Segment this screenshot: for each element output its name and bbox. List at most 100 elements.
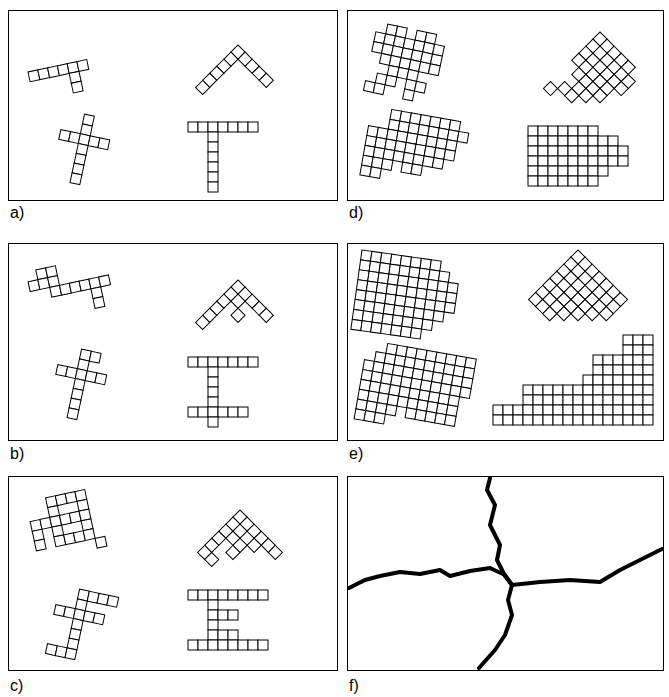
grid-cell xyxy=(553,405,563,415)
grid-cell xyxy=(248,122,258,132)
grid-cell xyxy=(623,395,633,405)
grid-cell xyxy=(523,385,533,395)
grid-cell xyxy=(548,126,558,136)
grid-cell xyxy=(633,405,643,415)
grid-cell xyxy=(553,395,563,405)
grid-cell xyxy=(238,640,248,650)
grid-cell xyxy=(558,166,568,176)
grid-cell xyxy=(438,271,449,282)
grid-cell xyxy=(608,156,618,166)
grid-cell xyxy=(553,385,563,395)
grid-cell xyxy=(568,146,578,156)
grid-cell xyxy=(208,640,218,650)
grid-cell xyxy=(623,415,633,425)
grid-cell xyxy=(563,395,573,405)
grid-cell xyxy=(593,375,603,385)
grid-cell xyxy=(226,545,240,559)
grid-cell xyxy=(238,407,248,417)
grid-cell xyxy=(95,536,107,548)
grid-cell xyxy=(268,545,282,559)
grid-cell xyxy=(593,365,603,375)
grid-cell xyxy=(83,529,95,541)
grid-cell xyxy=(423,309,434,320)
grid-cell xyxy=(568,156,578,166)
grid-cell xyxy=(400,326,411,337)
grid-cell xyxy=(218,640,228,650)
grid-cell xyxy=(365,291,376,302)
grid-cell xyxy=(573,415,583,425)
grain-cluster xyxy=(493,335,653,425)
grid-cell xyxy=(413,308,424,319)
grid-cell xyxy=(643,365,653,375)
grid-cell xyxy=(356,280,367,291)
grid-cell xyxy=(543,81,557,95)
grid-cell xyxy=(444,149,456,161)
grid-cell xyxy=(406,287,417,298)
grid-cell xyxy=(608,146,618,156)
grid-cell xyxy=(598,136,608,146)
grid-cell xyxy=(603,395,613,405)
grid-cell xyxy=(603,415,613,425)
grid-cell xyxy=(361,250,372,261)
panel-label: f) xyxy=(349,678,359,694)
grid-cell xyxy=(366,281,377,292)
grid-cell xyxy=(218,407,228,417)
grid-cell xyxy=(355,290,366,301)
grid-cell xyxy=(538,176,548,186)
grid-cell xyxy=(402,316,413,327)
grid-cell xyxy=(633,365,643,375)
grid-cell xyxy=(369,261,380,272)
grid-cell xyxy=(231,308,245,322)
grid-cell xyxy=(248,357,258,367)
grid-cell xyxy=(623,355,633,365)
grid-cell xyxy=(373,83,385,95)
grain-cluster xyxy=(188,122,258,192)
grid-cell xyxy=(238,590,248,600)
grid-cell xyxy=(412,318,423,329)
grid-cell xyxy=(614,81,628,95)
grid-cell xyxy=(633,395,643,405)
grid-cell xyxy=(623,345,633,355)
grid-cell xyxy=(93,613,105,625)
grid-cell xyxy=(208,132,218,142)
grid-cell xyxy=(568,126,578,136)
grid-cell xyxy=(414,298,425,309)
grid-cell xyxy=(563,415,573,425)
grid-cell xyxy=(396,285,407,296)
grid-cell xyxy=(528,126,538,136)
grid-cell xyxy=(228,640,238,650)
grid-cell xyxy=(436,291,447,302)
grid-cell xyxy=(613,355,623,365)
grid-cell xyxy=(603,375,613,385)
grid-cell xyxy=(432,158,444,170)
grid-cell xyxy=(444,415,456,427)
grid-cell xyxy=(548,156,558,166)
grid-cell xyxy=(558,136,568,146)
grid-cell xyxy=(208,172,218,182)
grid-cell xyxy=(608,136,618,146)
grid-cell xyxy=(411,164,423,176)
grid-cell xyxy=(533,405,543,415)
grid-cell xyxy=(208,620,218,630)
grid-cell xyxy=(188,640,198,650)
grid-cell xyxy=(543,405,553,415)
grid-cell xyxy=(359,260,370,271)
grid-cell xyxy=(565,89,579,103)
grid-cell xyxy=(427,280,438,291)
grid-cell xyxy=(447,282,458,293)
grid-cell xyxy=(381,323,392,334)
grid-cell xyxy=(528,176,538,186)
grid-cell xyxy=(573,405,583,415)
grid-cell xyxy=(361,321,372,332)
grid-cell xyxy=(513,415,523,425)
grid-cell xyxy=(34,539,46,551)
grid-cell xyxy=(433,311,444,322)
grid-cell xyxy=(208,417,218,427)
panel-label: a) xyxy=(10,205,24,221)
grid-cell xyxy=(95,373,107,385)
grid-cell xyxy=(578,146,588,156)
grid-cell xyxy=(528,156,538,166)
grid-cell xyxy=(558,146,568,156)
grid-cell xyxy=(368,271,379,282)
